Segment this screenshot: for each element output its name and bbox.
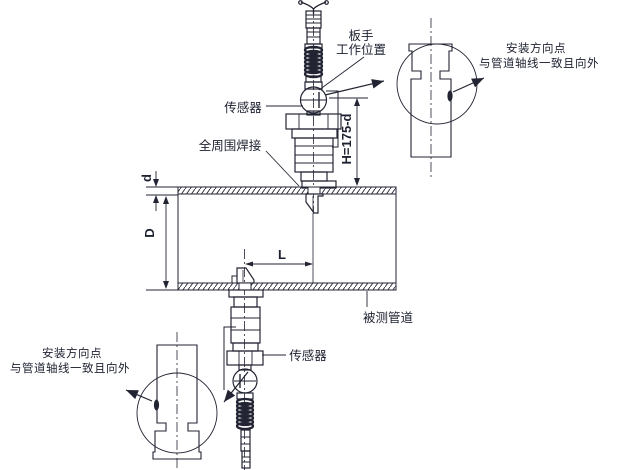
leader-to-detail-bottom [223, 371, 249, 403]
leader-wrench [318, 56, 365, 91]
label-mount-note-bottom-line2: 与管道轴线一致且向外 [10, 361, 130, 375]
label-pipe: 被测管道 [363, 310, 414, 325]
direction-dot-top [447, 90, 453, 102]
label-sensor-bottom: 传感器 [289, 348, 327, 363]
spring-top [303, 45, 324, 79]
detail-view-bottom-left [125, 332, 218, 470]
leader-weld [265, 150, 300, 187]
measured-pipe [177, 186, 397, 291]
sensor-body-top [294, 137, 337, 189]
probe-bottom [231, 267, 255, 290]
hex-nut-bottom [226, 350, 264, 366]
direction-arrow-bottom [125, 389, 153, 402]
dim-d-text: d [139, 174, 154, 182]
dim-L-text: L [278, 247, 286, 262]
label-leaders [262, 56, 368, 356]
label-mount-note-top-line2: 与管道轴线一致且向外 [479, 56, 599, 70]
dim-H-text: H=175-d [339, 113, 354, 164]
ball-joint-top [299, 86, 328, 114]
pipe-top-wall [177, 186, 397, 195]
dimension-wall-thickness [146, 171, 178, 291]
detail-view-top-right [396, 18, 485, 177]
label-sensor-top: 传感器 [224, 100, 262, 115]
bracket-bottom [223, 326, 236, 390]
dimension-length [245, 261, 313, 267]
sensor-body-bottom [230, 296, 261, 352]
label-wrench-position-line2: 工作位置 [336, 42, 386, 57]
cable-wires-icon [298, 0, 329, 14]
bracket-top [326, 90, 339, 148]
connector-profile-top [408, 43, 453, 158]
leader-to-detail-top [324, 79, 385, 96]
detail-circle-top [396, 43, 478, 125]
dimension-height [329, 97, 368, 186]
connector-profile-bottom [152, 344, 202, 460]
label-mount-note-bottom-line1: 安装方向点 [42, 346, 102, 360]
direction-arrow-top [452, 77, 485, 93]
pipe-bottom-wall [177, 282, 397, 291]
cable-connector-bottom [240, 429, 251, 469]
sensor-assembly-top [285, 0, 342, 283]
label-weld-note: 全周围焊接 [199, 138, 262, 153]
direction-dot-bottom [153, 399, 160, 411]
probe-top [305, 187, 324, 214]
detail-circle-bottom [136, 372, 218, 454]
label-mount-note-top-line1: 安装方向点 [506, 41, 566, 55]
sensor-assembly-bottom [223, 249, 264, 470]
spring-bottom [235, 397, 255, 431]
ball-joint-bottom [232, 368, 258, 394]
dim-D-text: D [142, 228, 157, 237]
dimension-diameter [163, 196, 169, 289]
label-wrench-position-line1: 板手 [348, 29, 373, 43]
